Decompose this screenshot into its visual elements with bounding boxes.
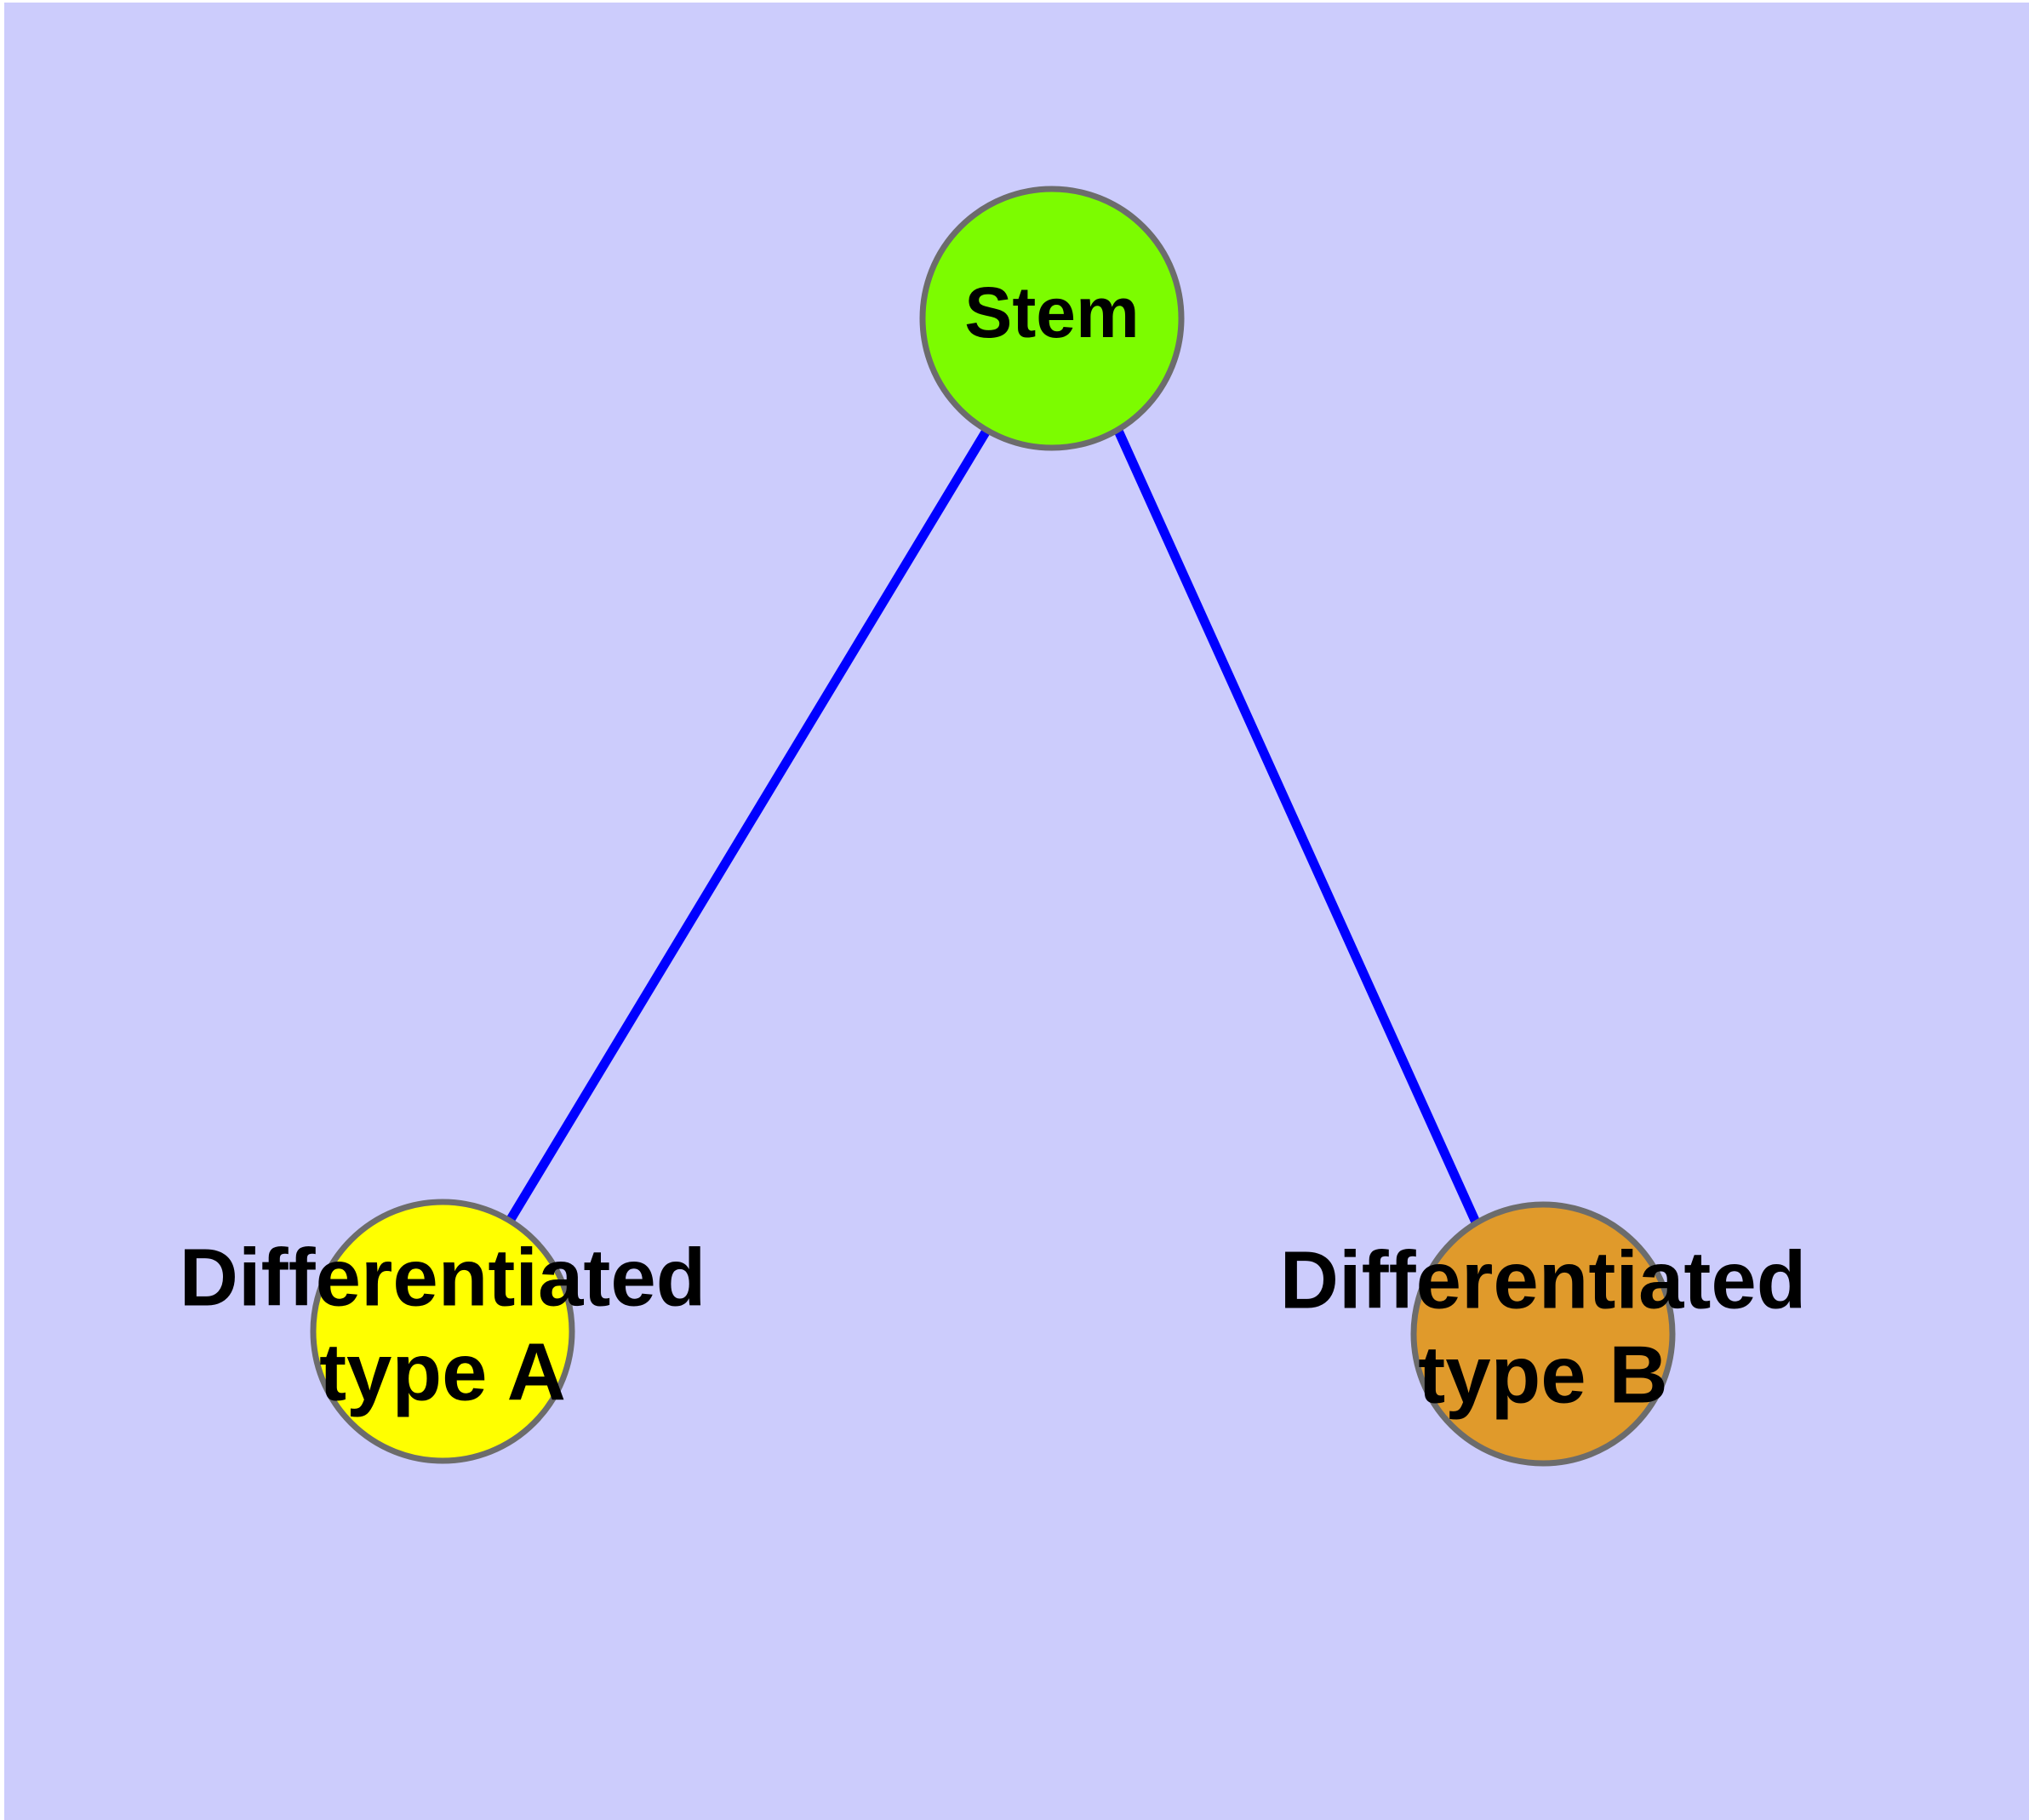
node-differentiated-type-a[interactable] [310,1199,575,1464]
label-line: type A [319,1327,566,1418]
label-line: type B [1418,1330,1667,1421]
label-line: Stem [964,272,1139,352]
edge-stem-to-diff-a [506,428,991,1223]
node-differentiated-type-b[interactable] [1410,1201,1676,1467]
node-layer: Stem [310,186,1676,1467]
node-differentiated-type-a-circle[interactable] [310,1199,575,1464]
edge-layer [506,428,1482,1227]
label-line: Differentiated [1280,1235,1807,1326]
node-stem[interactable]: Stem [919,186,1185,451]
node-stem-circle[interactable] [919,186,1185,451]
label-line: Differentiated [180,1233,706,1324]
node-stem-label: Stem [964,272,1139,352]
edge-stem-to-diff-b [1113,428,1482,1227]
node-differentiated-type-b-circle[interactable] [1410,1201,1676,1467]
